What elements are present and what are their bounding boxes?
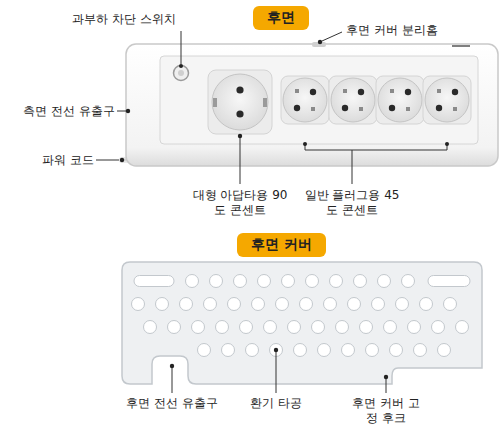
callout-label: 측면 전선 유출구 (23, 104, 115, 119)
callout-label: 후면 커버 고정 후크 (349, 396, 423, 426)
callout-label: 환기 타공 (250, 396, 302, 411)
section-badge: 후면 커버 (237, 233, 326, 257)
callout-label: 후면 커버 분리홈 (346, 23, 438, 38)
badge-text: 후면 커버 (251, 236, 312, 252)
callout-label: 파워 코드 (42, 153, 94, 168)
callout-label: 일반 플러그용 45도 콘센트 (304, 188, 400, 218)
callout-label: 과부하 차단 스위치 (72, 12, 176, 27)
callout-label: 대형 아답타용 90도 콘센트 (192, 188, 288, 218)
callout-label: 후면 전선 유출구 (126, 396, 218, 411)
section-badge: 후면 (253, 6, 309, 30)
badge-text: 후면 (267, 9, 295, 25)
